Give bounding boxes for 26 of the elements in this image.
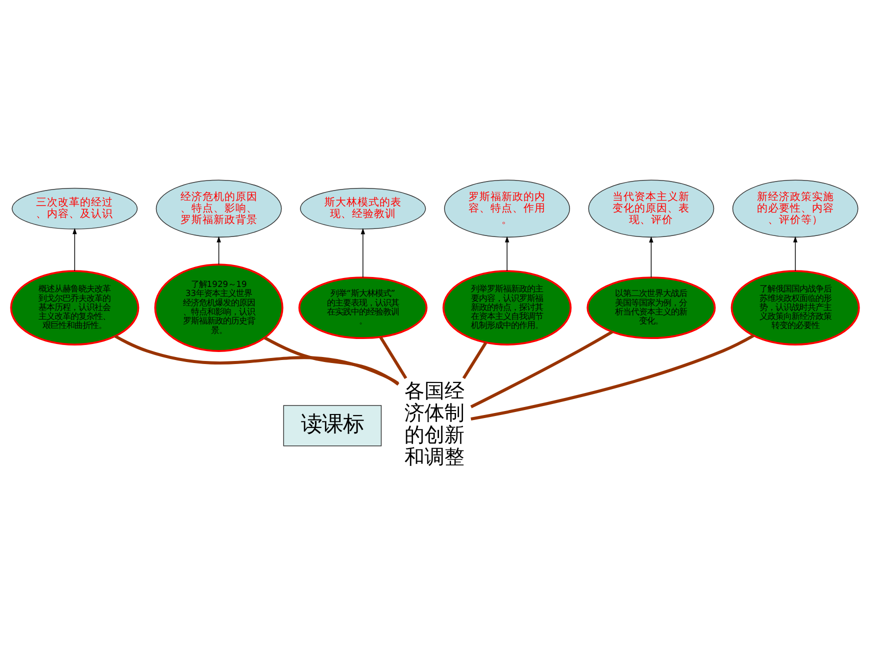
arrow (216, 236, 221, 265)
node-text: 各国经济体制的创新和调整 (404, 379, 465, 469)
node-ellipse: 列举“斯大林模式”的主要表现，认识其在实践中的经验教训。 (298, 276, 428, 340)
arrow (649, 236, 654, 278)
connector (470, 334, 754, 420)
connector (470, 330, 614, 408)
connector (379, 336, 408, 380)
node-ellipse: 了解1929～1933年资本主义世界经济危机爆发的原因、特点和影响，认识罗斯福新政的历史背景。 (154, 264, 284, 352)
node-ellipse: 新经济政策实施的必要性、内容、评价等） (732, 180, 858, 238)
node-ellipse: 经济危机的原因、特点、影响、罗斯福新政背景 (156, 180, 282, 238)
arrow (360, 228, 366, 278)
arrow (793, 236, 798, 272)
node-ellipse: 以第二次世界大战后美国等国家为例，分析当代资本主义的新变化。 (586, 276, 716, 340)
node-ellipse: 概述从赫鲁晓夫改革到戈尔巴乔夫改革的基本历程，认识社会主义改革的复杂性、艰巨性和曲折性。 (10, 270, 140, 346)
node-ellipse: 罗斯福新政的内容、特点、作用。 (444, 180, 570, 238)
connector (264, 336, 400, 386)
connector (462, 342, 488, 380)
node-ellipse: 当代资本主义新变化的原因、表现、评价 (588, 180, 714, 238)
arrow (72, 228, 77, 272)
node-ellipse: 了解俄国国内战争后苏维埃政权面临的形势，认识战时共产主义政策向新经济政策转变的必要性 (730, 270, 860, 346)
connector (114, 334, 399, 385)
node-ellipse: 斯大林模式的表现、经验教训 (300, 188, 426, 230)
node-ellipse: 列举罗斯福新政的主要内容，认识罗斯福新政的特点，探讨其在资本主义自我调节机制形成中的作用。 (442, 270, 572, 346)
node-ellipse: 三次改革的经过、内容、及认识 (12, 188, 138, 230)
node-box: 读课标 (283, 405, 382, 446)
arrow (504, 236, 510, 272)
